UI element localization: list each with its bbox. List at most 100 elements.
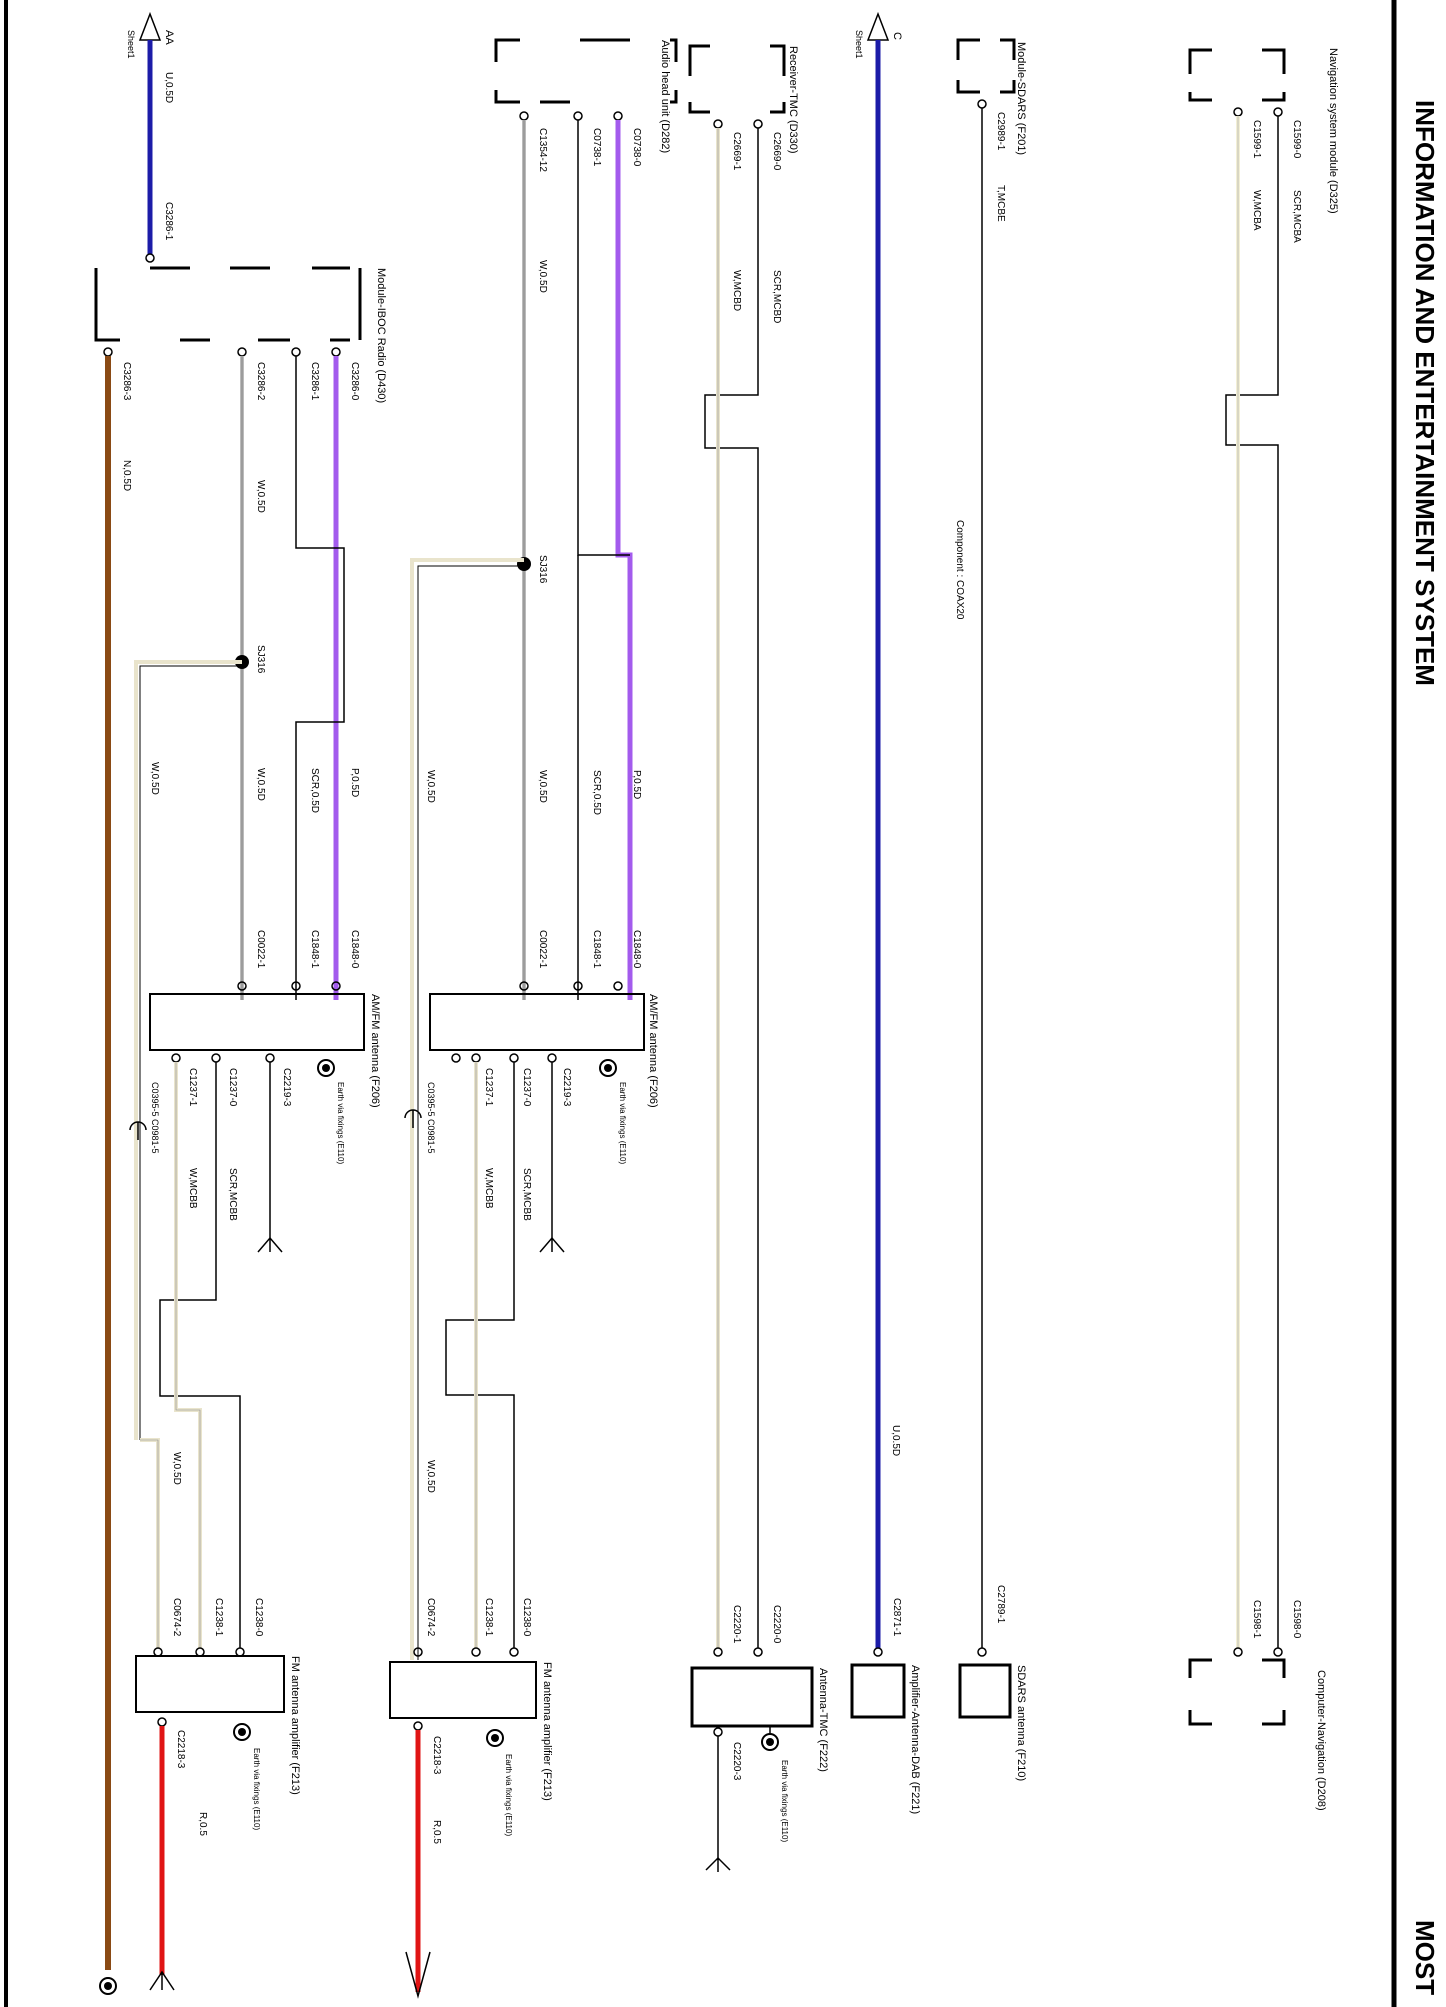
- sheet-ref: Sheet1: [126, 30, 136, 59]
- wire-label: SCR,0.5D: [591, 770, 602, 815]
- earth-label: Earth via fixings (E110): [618, 1082, 627, 1164]
- fm-amp-label-2: FM antenna amplifier (F213): [289, 1656, 301, 1795]
- splice-label: SJ316: [537, 555, 548, 584]
- pin-label: C2871-1: [891, 1598, 902, 1637]
- tmc-receiver-label: Receiver-TMC (D330): [787, 46, 799, 154]
- dab-amp-box: [850, 1663, 906, 1719]
- pin-label: C2669-1: [731, 132, 742, 171]
- pin-label: C1237-0: [227, 1068, 238, 1107]
- iboc-circuit: AA Sheet1 U,0.5D C3286-1 Module-IBOC Rad…: [94, 11, 387, 1995]
- pin-label: C1354-12: [537, 128, 548, 172]
- sdars-circuit: Module-SDARS (F201) C2989-1 T,MCBE Compo…: [954, 38, 1027, 1781]
- pin-label: C1237-0: [521, 1068, 532, 1107]
- wire-label: W,0.5D: [537, 770, 548, 803]
- pin-label: C0738-0: [631, 128, 642, 167]
- pin-label: C0022-1: [255, 930, 266, 969]
- wire-label: N,0.5D: [121, 460, 132, 491]
- pin-label: C2219-3: [561, 1068, 572, 1107]
- amfm-antenna-box-2: [149, 993, 365, 1051]
- amfm-antenna-label-2: AM/FM antenna (F206): [369, 994, 381, 1108]
- wire-label: U,0.5D: [163, 72, 174, 103]
- fm-amp-label-1: FM antenna amplifier (F213): [541, 1662, 553, 1801]
- pin-label: C3286-3: [121, 362, 132, 401]
- pin-label: C1238-0: [253, 1598, 264, 1637]
- earth-label: Earth via fixings (E110): [336, 1082, 345, 1164]
- pin-label: C1238-1: [213, 1598, 224, 1637]
- nav-module-label: Navigation system module (D325): [1327, 48, 1339, 214]
- pin-label: C0395-5 C0981-5: [426, 1082, 436, 1154]
- pin-label: C0738-1: [591, 128, 602, 167]
- wire-label: P,0.5D: [631, 770, 642, 799]
- pin-label: C0395-5 C0981-5: [150, 1082, 160, 1154]
- amfm-antenna-box-1: [429, 993, 645, 1051]
- wire-label: SCR,0.5D: [309, 768, 320, 813]
- pin-label: C0674-2: [171, 1598, 182, 1637]
- pin-label: C2669-0: [771, 132, 782, 171]
- wire-label: W,0.5D: [255, 768, 266, 801]
- wire-label: P,0.5D: [349, 768, 360, 797]
- pin-label: C0674-2: [425, 1598, 436, 1637]
- computer-nav-label: Computer-Navigation (D208): [1315, 1670, 1327, 1811]
- pin-label: C2220-3: [731, 1742, 742, 1781]
- pin-label: C3286-0: [349, 362, 360, 401]
- sheet-ref: C: [891, 32, 903, 40]
- component-label: Component : COAX20: [954, 520, 965, 620]
- fm-amp-box-1: [389, 1661, 537, 1719]
- wire-label: R,0.5: [197, 1812, 208, 1836]
- sdars-antenna-label: SDARS antenna (F210): [1015, 1665, 1027, 1781]
- wire-label: U,0.5D: [890, 1425, 901, 1456]
- earth-label: Earth via fixings (E110): [504, 1754, 513, 1836]
- amfm-antenna-label-1: AM/FM antenna (F206): [647, 994, 659, 1108]
- wire-label: R,0.5: [431, 1820, 442, 1844]
- wire-label: W,MCBA: [1251, 190, 1262, 231]
- tmc-circuit: Receiver-TMC (D330) C2669-0 C2669-1 SCR,…: [688, 44, 829, 1872]
- dab-circuit: C Sheet1 U,0.5D C2871-1 Amplifier-Antenn…: [850, 11, 921, 1814]
- system-code: MOST: [1410, 1920, 1440, 1995]
- pin-label: C2220-0: [771, 1605, 782, 1644]
- pin-label: C1848-0: [631, 930, 642, 969]
- pin-label: C2218-3: [431, 1736, 442, 1775]
- pin-label: C2218-3: [175, 1730, 186, 1769]
- pin-label: C1598-0: [1291, 1600, 1302, 1639]
- fm-amp-box-2: [135, 1655, 285, 1713]
- pin-label: C2989-1: [995, 112, 1006, 151]
- dab-amp-label: Amplifier-Antenna-DAB (F221): [909, 1665, 921, 1814]
- earth-label: Earth via fixings (E110): [252, 1748, 261, 1830]
- pin-label: C1238-1: [483, 1598, 494, 1637]
- wire-label: W,0.5D: [537, 260, 548, 293]
- iboc-module-label: Module-IBOC Radio (D430): [375, 268, 387, 403]
- pin-label: C1237-1: [187, 1068, 198, 1107]
- pin-label: C1848-1: [309, 930, 320, 969]
- pin-label: C1598-1: [1251, 1600, 1262, 1639]
- wire-label: T,MCBE: [995, 185, 1006, 222]
- wire-label: W,0.5D: [255, 480, 266, 513]
- pin-label: C3286-1: [309, 362, 320, 401]
- pin-label: C2220-1: [731, 1605, 742, 1644]
- wire-label: W,0.5D: [425, 1460, 436, 1493]
- wire-label: W,MCBB: [483, 1168, 494, 1209]
- earth-label: Earth via fixings (E110): [780, 1760, 789, 1842]
- wire-label: W,0.5D: [425, 770, 436, 803]
- navigation-circuit: Navigation system module (D325) C1599-0 …: [1188, 48, 1339, 1811]
- page-title: INFORMATION AND ENTERTAINMENT SYSTEM: [1410, 100, 1440, 686]
- pin-label: C2789-1: [995, 1585, 1006, 1624]
- pin-label: C1848-0: [349, 930, 360, 969]
- audio-head-circuit: Audio head unit (D282) C0738-0 C0738-1 C…: [389, 38, 678, 1999]
- sheet-ref: Sheet1: [854, 30, 864, 59]
- tmc-antenna-label: Antenna-TMC (F222): [817, 1668, 829, 1772]
- pin-label: C3286-1: [163, 202, 174, 241]
- wire-label: W,MCBD: [731, 270, 742, 311]
- pin-label: C1599-0: [1291, 120, 1302, 159]
- pin-label: C1848-1: [591, 930, 602, 969]
- wire-label: SCR,MCBD: [771, 270, 782, 323]
- wire-label: W,0.5D: [171, 1452, 182, 1485]
- wire-label: SCR,MCBB: [521, 1168, 532, 1221]
- pin-label: C3286-2: [255, 362, 266, 401]
- sheet-ref: AA: [163, 30, 175, 45]
- pin-label: C0022-1: [537, 930, 548, 969]
- sdars-module-label: Module-SDARS (F201): [1015, 42, 1027, 155]
- splice-label: SJ316: [255, 645, 266, 674]
- pin-label: C1599-1: [1251, 120, 1262, 159]
- wire-label: SCR,MCBB: [227, 1168, 238, 1221]
